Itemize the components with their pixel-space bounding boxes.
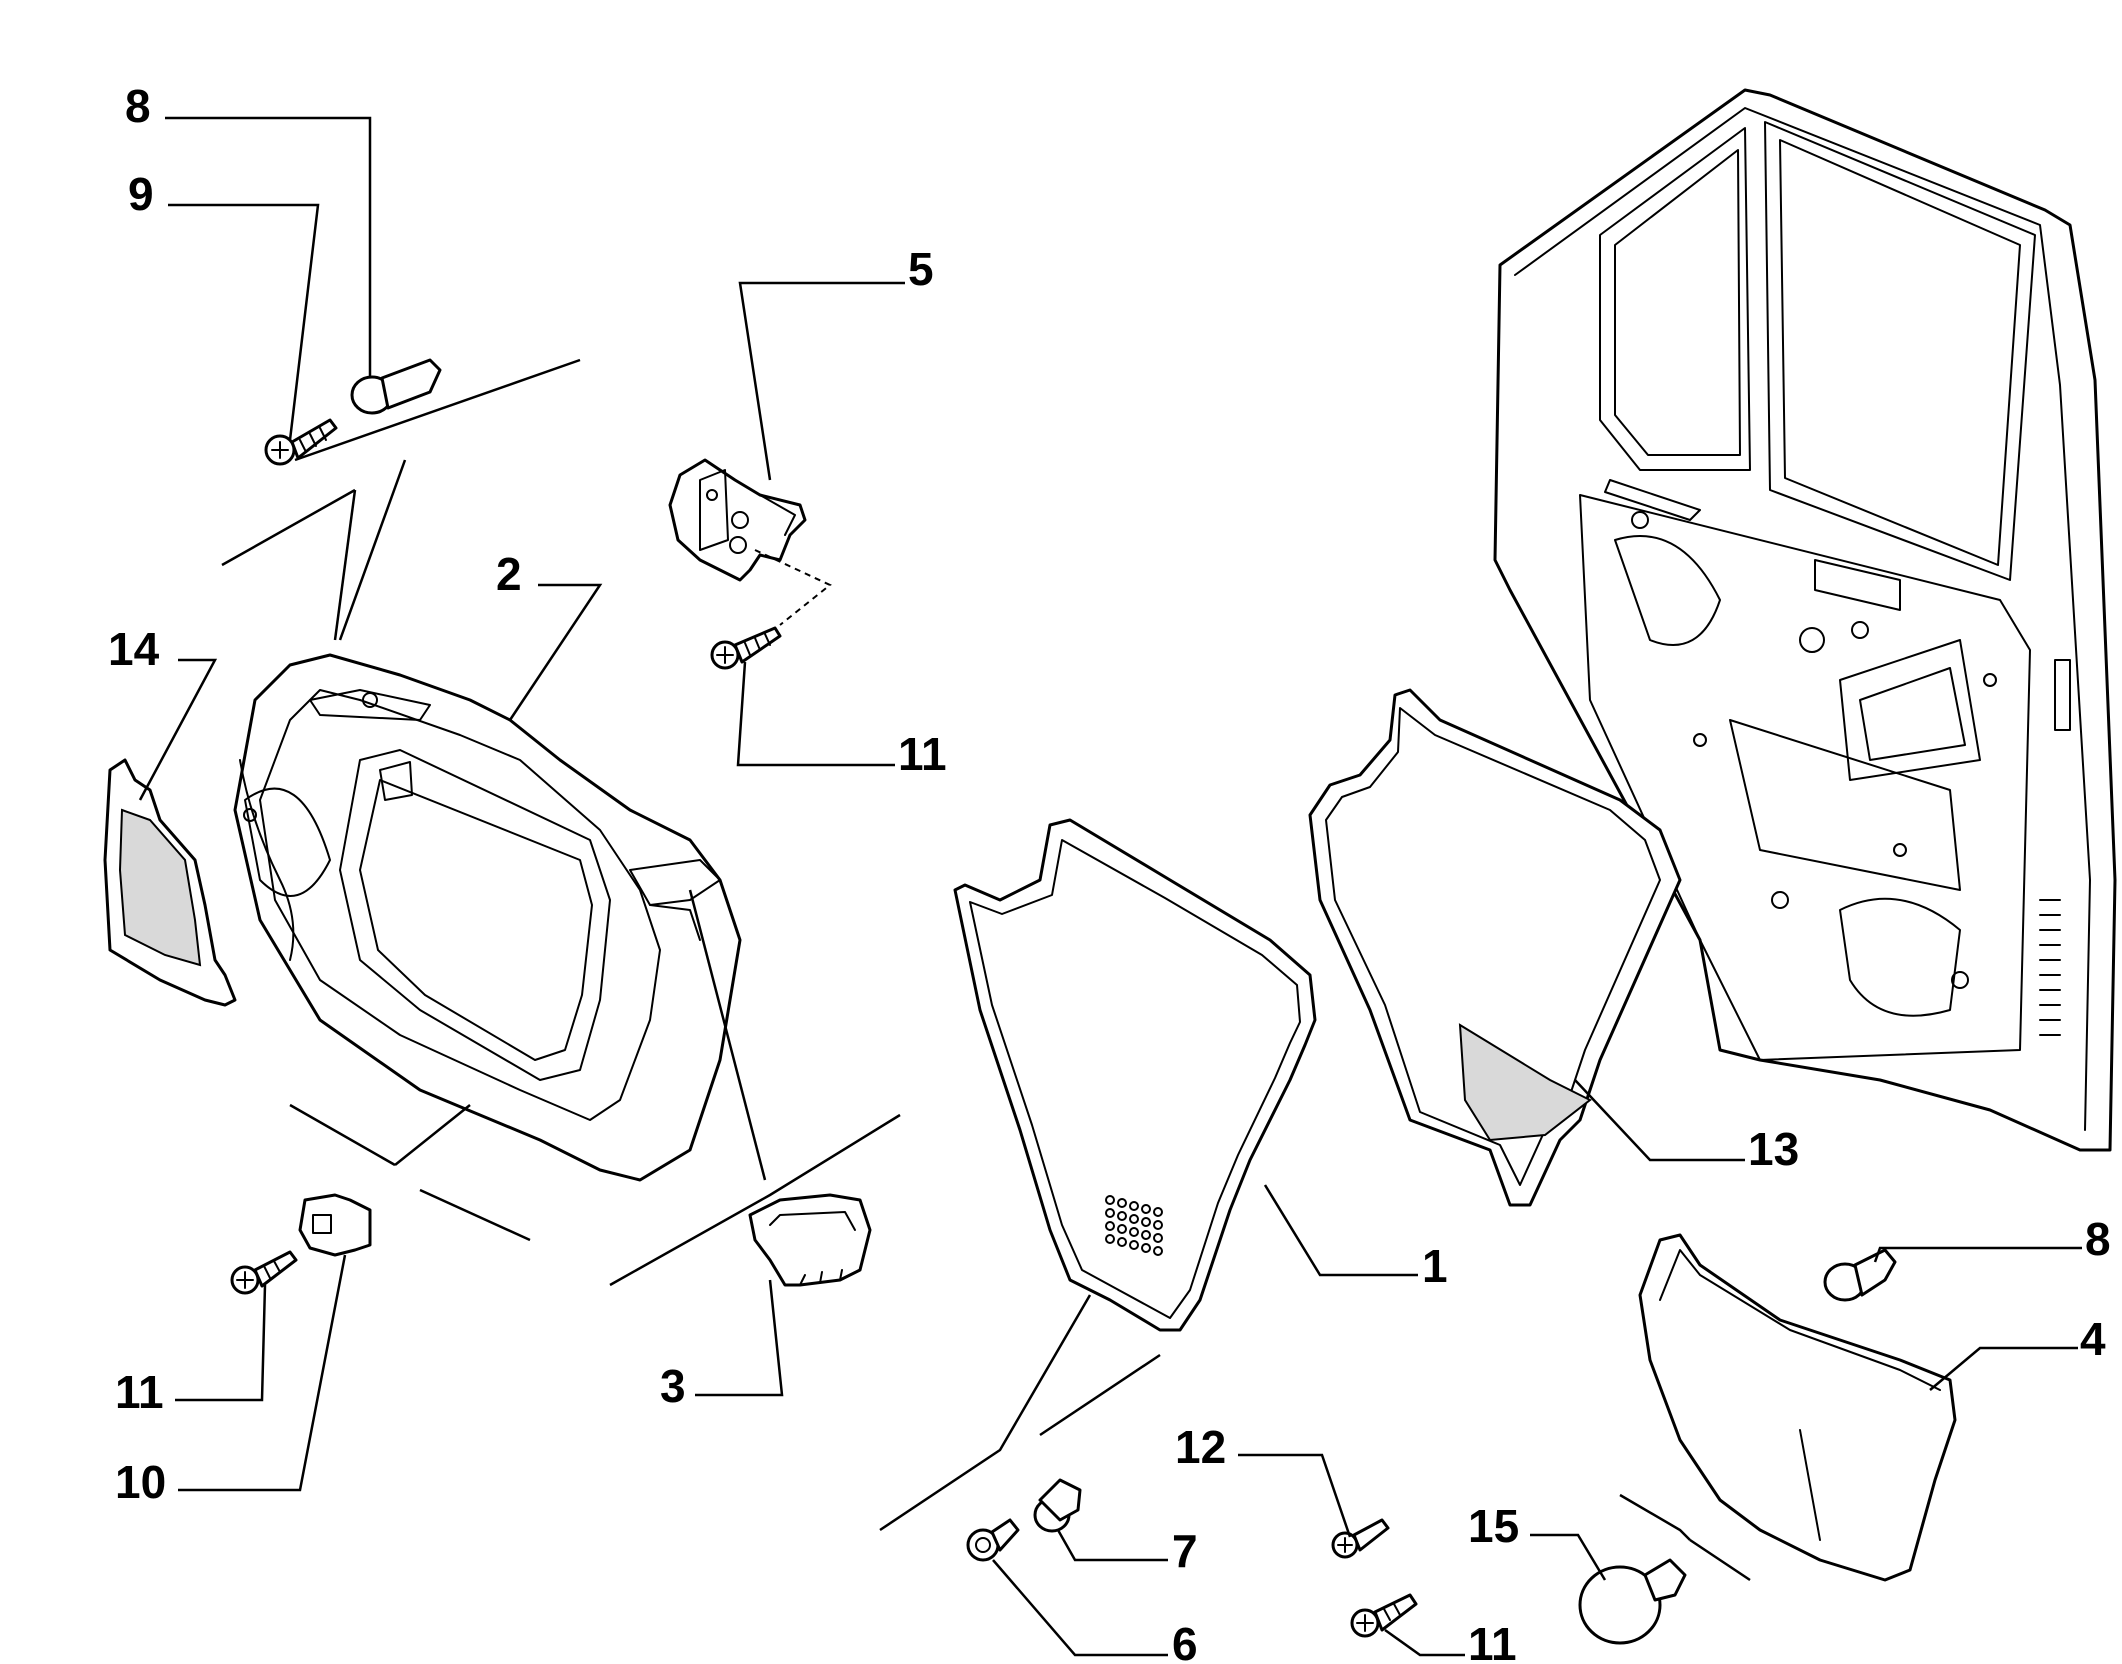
part-15-knob xyxy=(1578,1558,1687,1645)
callout-10: 10 xyxy=(115,1456,166,1508)
callout-leaders xyxy=(138,116,2082,1657)
leader-10 xyxy=(178,1254,347,1492)
part-12-screw xyxy=(1331,1518,1390,1559)
part-1-inner-panel xyxy=(953,818,1317,1332)
leader-12 xyxy=(1238,1453,1352,1538)
leader-9 xyxy=(168,203,320,441)
part-8-pin-top xyxy=(350,358,442,415)
part-10-clip xyxy=(298,1193,372,1257)
leader-8a xyxy=(165,116,372,378)
callout-11-bottom: 11 xyxy=(1468,1618,1517,1664)
leader-15 xyxy=(1530,1533,1607,1581)
callout-8-top: 8 xyxy=(125,80,151,132)
part-1-vent-holes xyxy=(1105,1195,1163,1256)
callout-1: 1 xyxy=(1422,1240,1448,1292)
callout-14: 14 xyxy=(108,623,160,675)
callout-numbers: 8 9 5 2 14 11 13 1 8 4 11 10 3 12 15 7 6… xyxy=(108,80,2111,1664)
assembly-guide-lines xyxy=(221,358,1751,1582)
leader-11a xyxy=(736,661,895,767)
callout-2: 2 xyxy=(496,548,522,600)
leader-11b xyxy=(175,1284,267,1402)
part-11-screw-lock xyxy=(710,626,782,670)
part-13-seal-membrane xyxy=(1308,688,1682,1207)
leader-5 xyxy=(738,281,905,481)
leader-1 xyxy=(1263,1184,1418,1277)
part-11-screw-left xyxy=(230,1250,298,1295)
callout-15: 15 xyxy=(1468,1500,1519,1552)
callout-6: 6 xyxy=(1172,1618,1198,1664)
callout-12: 12 xyxy=(1175,1421,1226,1473)
leader-7 xyxy=(1056,1529,1168,1562)
leader-13 xyxy=(1574,1079,1745,1162)
part-7-pin xyxy=(1033,1478,1082,1533)
callout-8-right: 8 xyxy=(2085,1213,2111,1265)
callout-9: 9 xyxy=(128,168,154,220)
callout-11-lock: 11 xyxy=(898,728,947,780)
part-6-screw xyxy=(966,1518,1020,1562)
part-4-door-pocket xyxy=(1638,1233,1957,1582)
leader-8b xyxy=(1873,1246,2082,1263)
leader-11c xyxy=(1384,1628,1465,1657)
leader-3 xyxy=(695,1279,784,1397)
leader-4 xyxy=(1929,1346,2078,1391)
callout-7: 7 xyxy=(1172,1525,1198,1577)
leader-6 xyxy=(992,1559,1168,1657)
part-9-screw xyxy=(264,418,338,466)
fasteners xyxy=(230,358,1897,1638)
part-14-speaker-grille xyxy=(103,758,237,1007)
leader-14 xyxy=(138,658,218,801)
part-8-pin-right xyxy=(1823,1248,1897,1302)
part-11-screw-bottom xyxy=(1350,1593,1418,1638)
callout-11-left: 11 xyxy=(115,1366,164,1418)
part-3-handle-bezel xyxy=(748,1193,872,1287)
callout-5: 5 xyxy=(908,243,934,295)
callout-13: 13 xyxy=(1748,1123,1799,1175)
part-5-lock-mechanism xyxy=(668,458,832,626)
leader-2 xyxy=(508,583,603,721)
callout-4: 4 xyxy=(2080,1313,2106,1365)
callout-3: 3 xyxy=(660,1360,686,1412)
part-2-door-trim-panel xyxy=(233,653,742,1182)
